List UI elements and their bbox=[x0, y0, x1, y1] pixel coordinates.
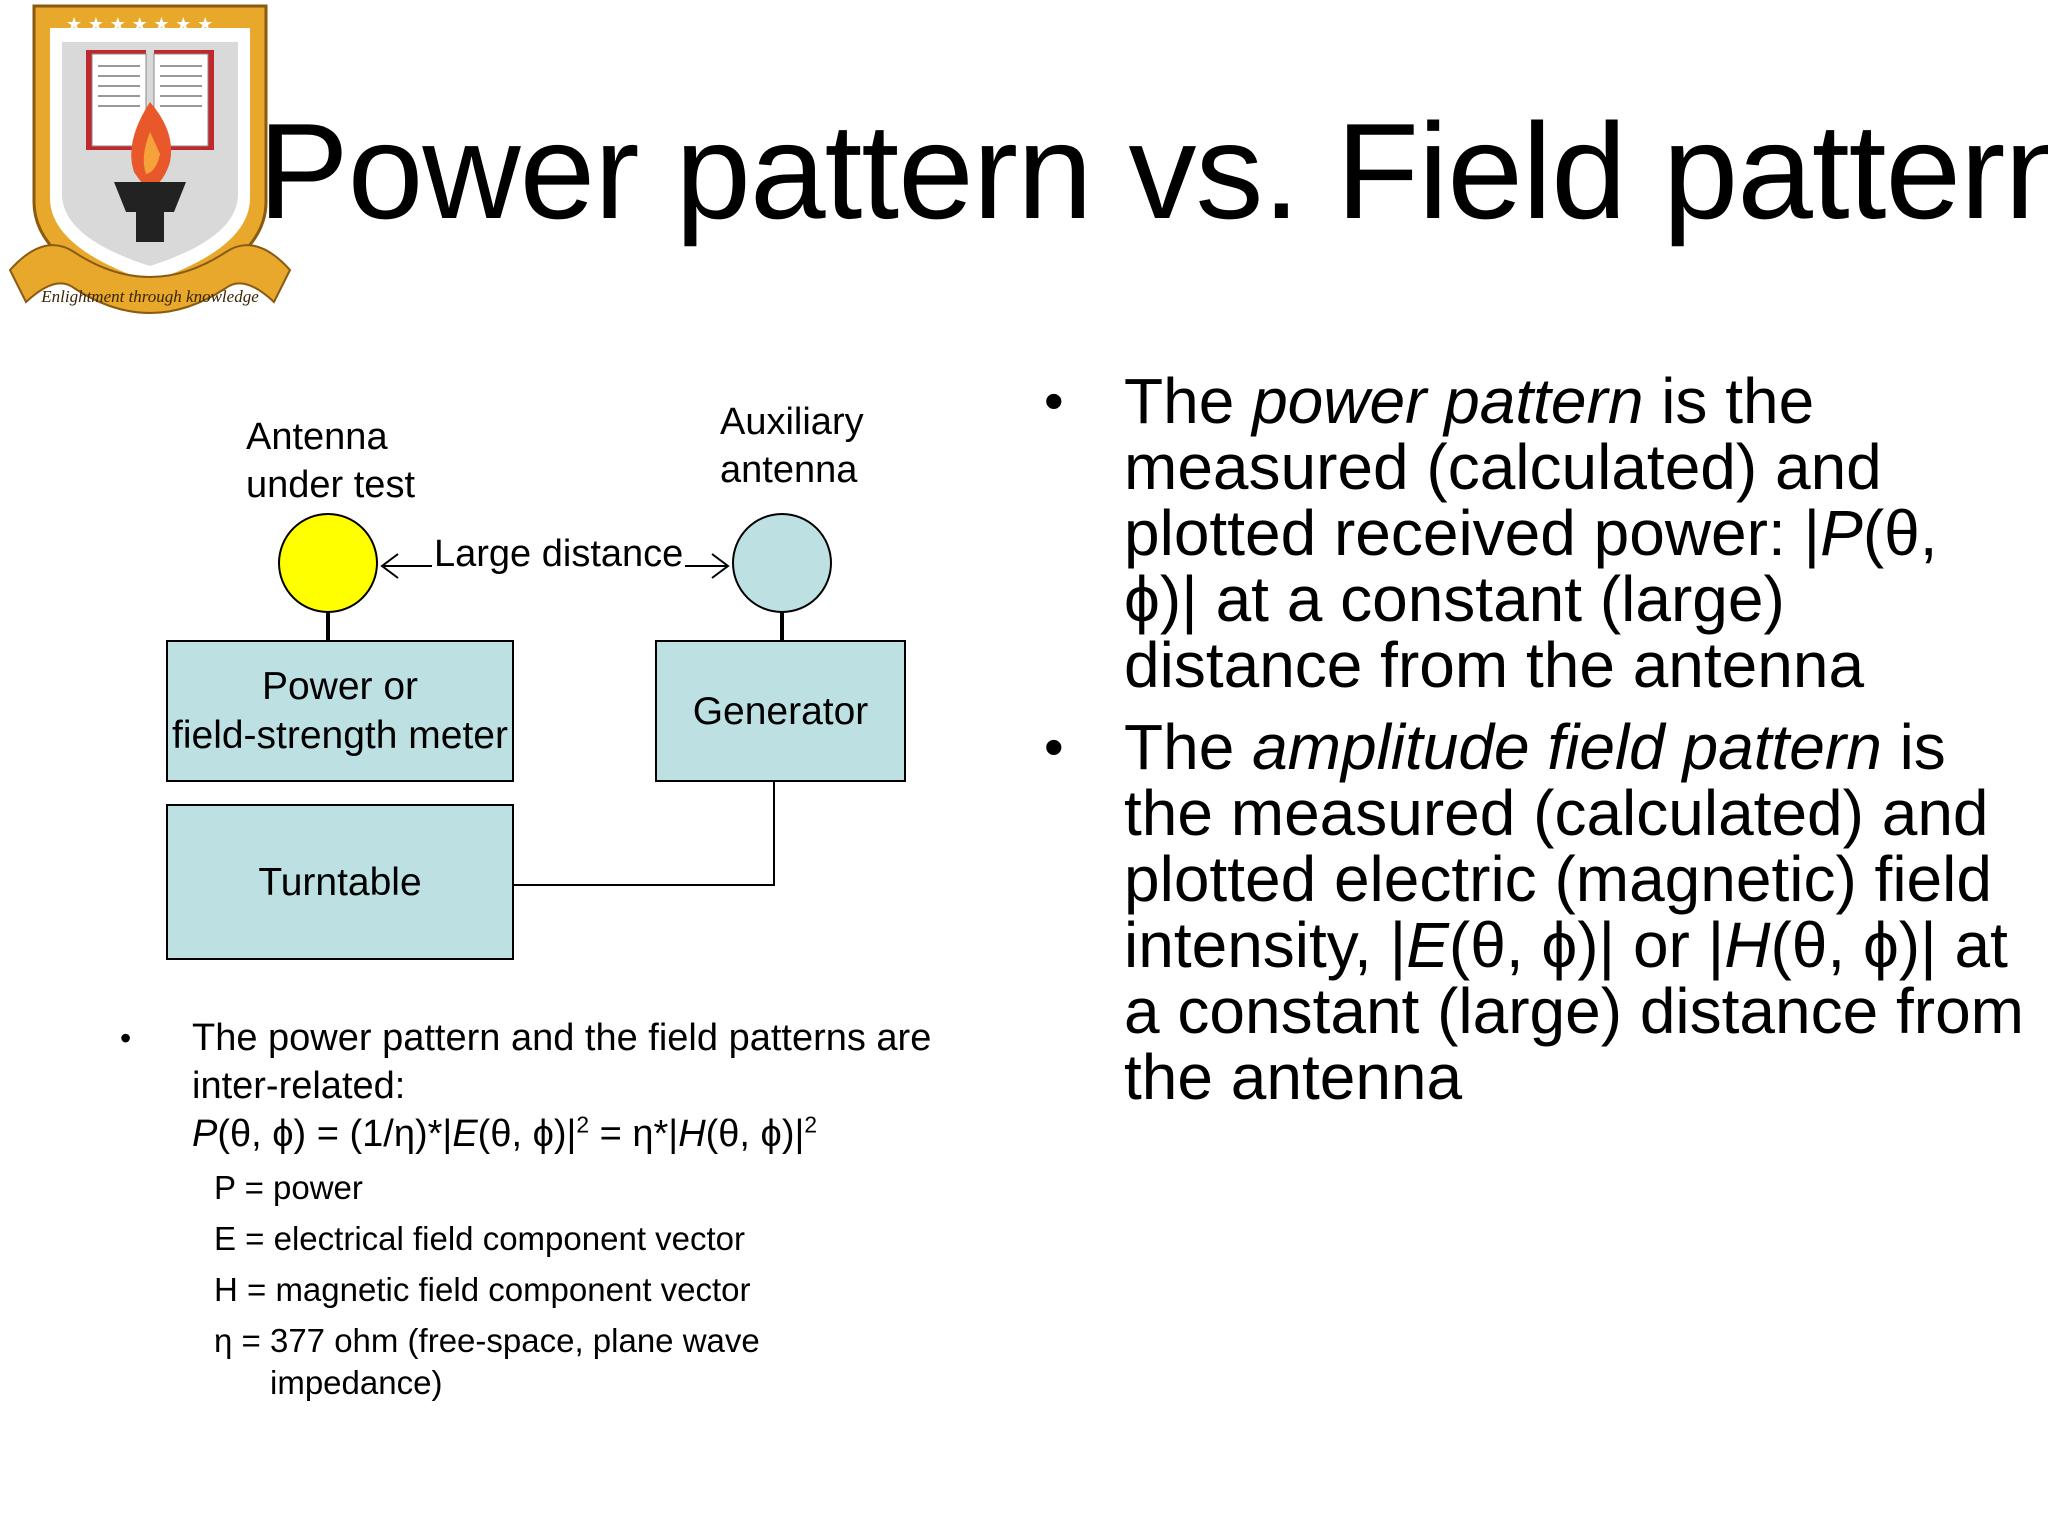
svg-text:Enlightment through knowledge: Enlightment through knowledge bbox=[40, 287, 259, 306]
definition-eta-line1: η = 377 ohm (free-space, plane wave bbox=[214, 1322, 760, 1359]
note-line1: The power pattern and the field patterns… bbox=[192, 1017, 932, 1059]
label-large-distance: Large distance bbox=[432, 530, 686, 578]
bullet-dot: • bbox=[1044, 369, 1064, 432]
svg-text:★ ★ ★ ★ ★ ★ ★: ★ ★ ★ ★ ★ ★ ★ bbox=[66, 14, 213, 35]
turntable-generator-connector bbox=[512, 778, 775, 886]
arrow-left-head bbox=[380, 553, 399, 579]
generator-box: Generator bbox=[655, 640, 906, 782]
definition-h: H = magnetic field component vector bbox=[214, 1271, 751, 1308]
definition-e: E = electrical field component vector bbox=[214, 1220, 746, 1257]
label-auxiliary-antenna-line1: Auxiliary bbox=[720, 401, 864, 443]
definition-p: P = power bbox=[214, 1169, 363, 1206]
bullet-field-pattern: • The amplitude field pattern is the mea… bbox=[1044, 711, 2024, 1113]
label-antenna-under-test-line2: under test bbox=[246, 464, 415, 506]
generator-label: Generator bbox=[692, 689, 869, 733]
note-bullet: • bbox=[120, 1020, 132, 1056]
arrow-right-head bbox=[711, 553, 730, 579]
relation-formula: P(θ, ϕ) = (1/η)*|E(θ, ϕ)|2 = η*|H(θ, ϕ)|… bbox=[192, 1111, 818, 1155]
auxiliary-antenna-circle bbox=[732, 513, 832, 613]
note-line2: inter-related: bbox=[192, 1065, 406, 1107]
label-antenna-under-test-line1: Antenna bbox=[246, 416, 388, 458]
university-crest-logo: ★ ★ ★ ★ ★ ★ ★ Enlightment through knowle… bbox=[8, 4, 292, 314]
power-meter-box: Power or field-strength meter bbox=[166, 640, 514, 782]
turntable-box: Turntable bbox=[166, 804, 514, 960]
power-meter-label-line1: Power or bbox=[261, 665, 419, 708]
antenna-under-test-circle bbox=[278, 513, 378, 613]
right-bullet-list: • The power pattern is the measured (cal… bbox=[1044, 368, 2024, 1126]
turntable-label: Turntable bbox=[258, 860, 422, 904]
bullet-power-pattern: • The power pattern is the measured (cal… bbox=[1044, 365, 1938, 701]
power-meter-label-line2: field-strength meter bbox=[172, 714, 508, 757]
label-auxiliary-antenna-line2: antenna bbox=[720, 449, 858, 491]
slide-title: Power pattern vs. Field pattern bbox=[258, 95, 2048, 247]
bullet-dot: • bbox=[1044, 715, 1064, 778]
definition-eta-line2: impedance) bbox=[270, 1364, 443, 1401]
